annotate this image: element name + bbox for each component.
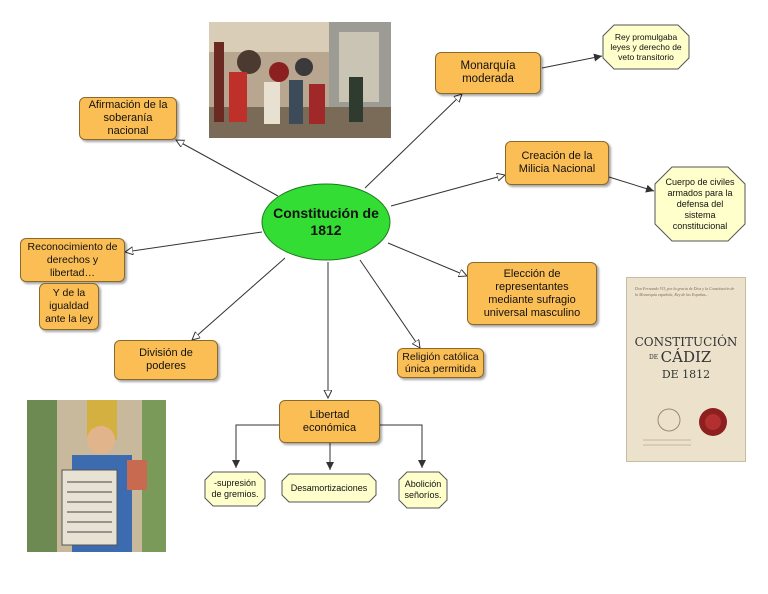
- note-abolicion: Abolición señoríos.: [398, 471, 448, 509]
- note-cuerpo-label: Cuerpo de civiles armados para la defens…: [665, 176, 735, 231]
- note-cuerpo: Cuerpo de civiles armados para la defens…: [654, 166, 746, 242]
- node-libertad-label: Libertad económica: [302, 408, 357, 434]
- central-node-label: Constitución de 1812: [273, 205, 379, 238]
- node-reconocimiento: Reconocimiento de derechos y libertad…: [20, 238, 125, 282]
- node-religion: Religión católica única permitida: [397, 348, 484, 378]
- note-supresion: -supresión de gremios.: [204, 471, 266, 507]
- edge-libertad-supresion: [232, 424, 279, 468]
- document-title-year: DE 1812: [661, 368, 711, 381]
- document-title-line2: CÁDIZ: [660, 348, 712, 366]
- document-header-text: Don Fernando VII, por la gracia de Dios …: [635, 286, 735, 297]
- node-division-label: División de poderes: [139, 347, 193, 372]
- node-milicia: Creación de la Milicia Nacional: [505, 141, 609, 185]
- node-division: División de poderes: [114, 340, 218, 380]
- document-title-line1: CONSTITUCIÓN: [634, 335, 738, 349]
- node-monarquia-label: Monarquía moderada: [460, 60, 516, 85]
- edge-milicia-cuerpo: [608, 176, 655, 193]
- node-igualdad: Y de la igualdad ante la ley: [39, 283, 99, 330]
- edge-center-afirmacion: [176, 140, 279, 197]
- note-supresion-label: -supresión de gremios.: [211, 478, 259, 499]
- node-religion-label: Religión católica única permitida: [402, 351, 479, 375]
- edge-center-religion: [359, 259, 420, 348]
- node-monarquia: Monarquía moderada: [435, 52, 541, 94]
- edge-center-monarquia: [364, 94, 462, 189]
- note-rey: Rey promulgaba leyes y derecho de veto t…: [602, 24, 690, 70]
- node-afirmacion-label: Afirmación de la soberanía nacional: [88, 99, 168, 137]
- document-seal-icon: [643, 408, 727, 446]
- node-libertad: Libertad económica: [279, 400, 380, 443]
- note-desamortizaciones: Desamortizaciones: [281, 473, 377, 503]
- node-reconocimiento-label: Reconocimiento de derechos y libertad…: [27, 240, 118, 279]
- note-desamortizaciones-label: Desamortizaciones: [290, 482, 368, 493]
- node-eleccion-label: Elección de representantes mediante sufr…: [483, 267, 581, 319]
- edge-center-division: [192, 257, 286, 340]
- constitution-document-image: Don Fernando VII, por la gracia de Dios …: [626, 277, 746, 462]
- edge-center-milicia: [390, 175, 505, 207]
- central-node: Constitución de 1812: [261, 183, 391, 261]
- node-igualdad-label: Y de la igualdad ante la ley: [45, 287, 93, 325]
- node-milicia-label: Creación de la Milicia Nacional: [518, 150, 596, 175]
- edge-libertad-abolicion: [380, 424, 426, 468]
- node-afirmacion: Afirmación de la soberanía nacional: [79, 97, 177, 140]
- document-title-de: DE: [649, 354, 659, 361]
- note-abolicion-label: Abolición señoríos.: [404, 479, 442, 500]
- node-eleccion: Elección de representantes mediante sufr…: [467, 262, 597, 325]
- edge-monarquia-rey: [541, 53, 603, 69]
- note-rey-label: Rey promulgaba leyes y derecho de veto t…: [610, 32, 682, 62]
- edge-center-eleccion: [387, 242, 467, 276]
- allegory-constitution-painting: [27, 400, 166, 552]
- proclamation-painting: [209, 22, 391, 138]
- edge-center-reconocimiento: [125, 231, 263, 252]
